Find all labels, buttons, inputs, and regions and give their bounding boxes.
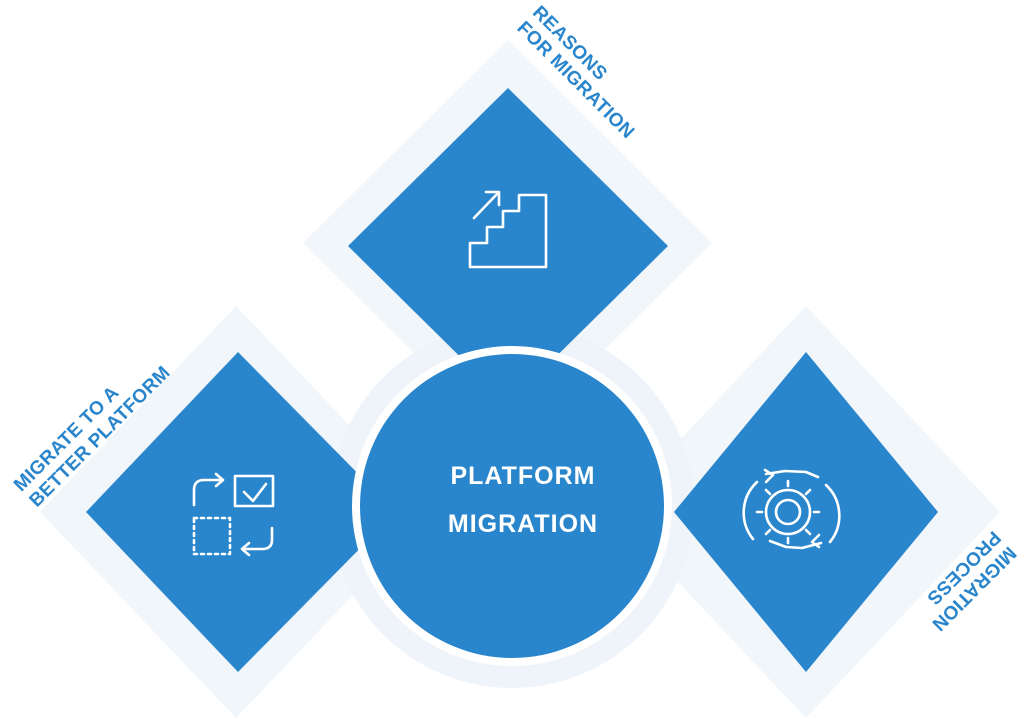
gear-cycle-icon <box>742 468 841 550</box>
top-diamond <box>348 88 668 404</box>
center-title-line-1: PLATFORM <box>450 462 596 490</box>
swap-checkbox-icon <box>192 472 275 557</box>
stairs-up-icon <box>468 190 548 269</box>
center-title-line-2: MIGRATION <box>447 510 599 538</box>
left-diamond <box>86 352 396 672</box>
center-circle <box>360 354 664 658</box>
right-diamond <box>674 352 938 672</box>
center-title: PLATFORM MIGRATION <box>378 452 668 548</box>
